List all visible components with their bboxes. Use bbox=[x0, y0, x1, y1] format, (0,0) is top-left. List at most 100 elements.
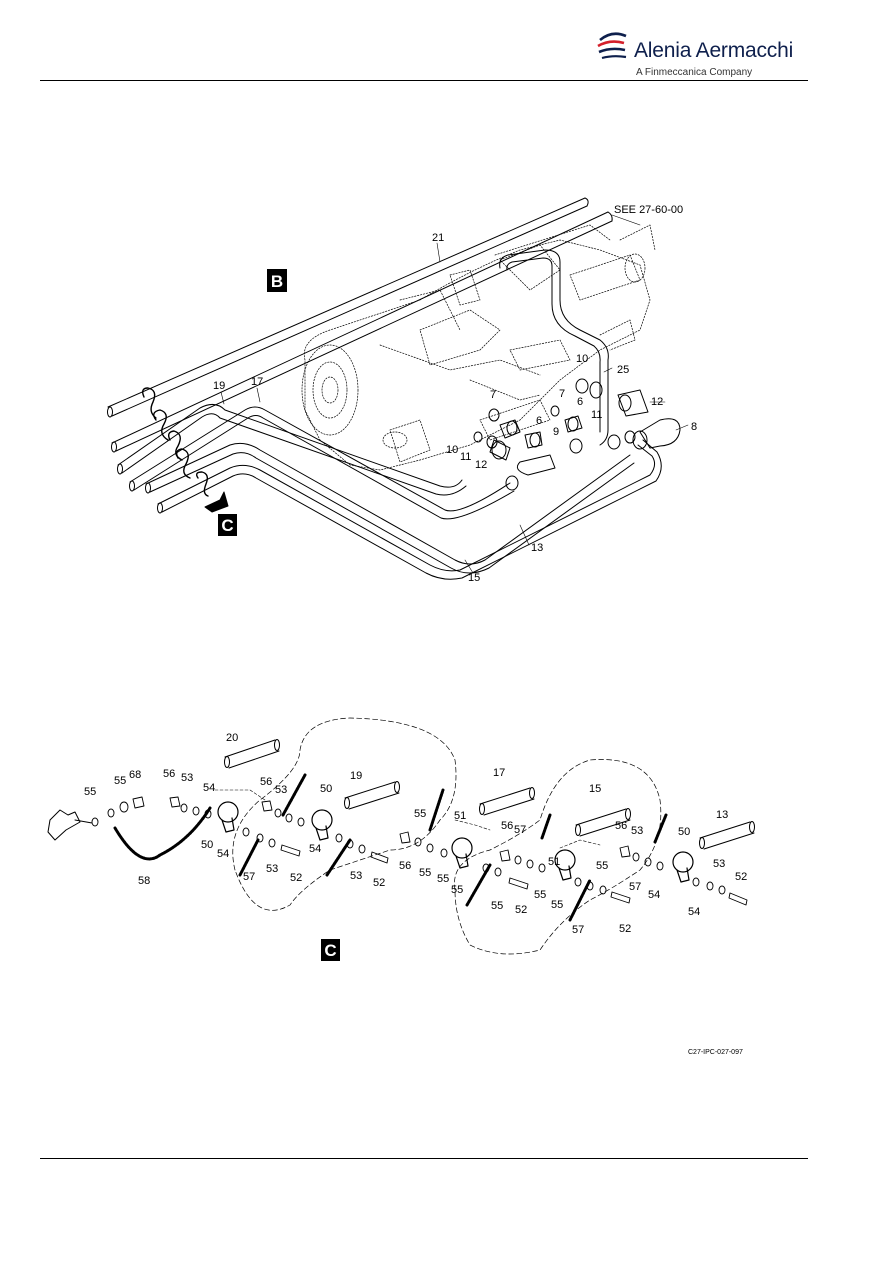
svg-text:C: C bbox=[221, 516, 233, 535]
callout: 13 bbox=[531, 542, 543, 554]
callout: 54 bbox=[688, 906, 700, 918]
callout: 55 bbox=[596, 860, 608, 872]
callout: 6 bbox=[536, 415, 542, 427]
tube-clamps bbox=[141, 387, 209, 497]
callout: 55 bbox=[451, 884, 463, 896]
callout: 68 bbox=[129, 769, 141, 781]
callout: 53 bbox=[181, 772, 193, 784]
bonding-straps bbox=[113, 773, 668, 922]
tube-21 bbox=[107, 197, 589, 418]
callout: 11 bbox=[460, 451, 471, 463]
callout: 53 bbox=[266, 863, 278, 875]
callout: 10 bbox=[446, 444, 458, 456]
callout: 52 bbox=[373, 877, 385, 889]
view-label-b: B bbox=[267, 269, 287, 292]
see-reference: SEE 27-60-00 bbox=[614, 204, 683, 216]
callout: 55 bbox=[414, 808, 426, 820]
callout: 52 bbox=[290, 872, 302, 884]
fittings bbox=[473, 378, 681, 491]
callout: 52 bbox=[619, 923, 631, 935]
callout: 53 bbox=[350, 870, 362, 882]
callout: 19 bbox=[213, 380, 225, 392]
upper-leader-lines bbox=[220, 214, 689, 574]
callout: 55 bbox=[437, 873, 449, 885]
terminal-lug bbox=[47, 809, 81, 841]
callout: 19 bbox=[350, 770, 362, 782]
callout: 20 bbox=[226, 732, 238, 744]
callout: 50 bbox=[678, 826, 690, 838]
actuator-housing-drawing bbox=[301, 224, 656, 471]
lower-tube-segments bbox=[224, 739, 755, 850]
callout: 54 bbox=[217, 848, 229, 860]
view-arrow bbox=[204, 491, 229, 513]
callout: 10 bbox=[576, 353, 588, 365]
callout: 9 bbox=[553, 426, 559, 438]
callout: 51 bbox=[454, 810, 466, 822]
callout: 15 bbox=[589, 783, 601, 795]
callout: 54 bbox=[648, 889, 660, 901]
callout: 55 bbox=[114, 775, 126, 787]
callout: 54 bbox=[203, 782, 215, 794]
callout: 12 bbox=[475, 459, 487, 471]
tube-13 bbox=[157, 439, 662, 580]
alenia-swoosh-logo-icon bbox=[597, 32, 627, 60]
callout: 56 bbox=[163, 768, 175, 780]
callout: 55 bbox=[419, 867, 431, 879]
svg-text:B: B bbox=[271, 272, 283, 291]
upper-callouts: 21 19 17 10 7 7 6 6 11 25 12 8 10 11 12 … bbox=[213, 232, 697, 584]
callout: 50 bbox=[320, 783, 332, 795]
callout: 53 bbox=[275, 784, 287, 796]
callout: 56 bbox=[501, 820, 513, 832]
view-label-c-lower: C bbox=[321, 939, 340, 961]
callout: 55 bbox=[491, 900, 503, 912]
callout: 53 bbox=[713, 858, 725, 870]
callout: 56 bbox=[260, 776, 272, 788]
callout: 57 bbox=[514, 824, 526, 836]
tube-19 bbox=[117, 404, 467, 496]
callout: 21 bbox=[432, 232, 444, 244]
callout: 17 bbox=[493, 767, 505, 779]
callout: 52 bbox=[515, 904, 527, 916]
detail-outline bbox=[232, 717, 662, 955]
callout: 56 bbox=[615, 820, 627, 832]
lower-callouts: 20 19 17 15 13 55 68 55 53 56 54 56 53 5… bbox=[84, 732, 747, 936]
drawing-reference: C27-IPC-027-097 bbox=[688, 1049, 743, 1056]
tube-17 bbox=[129, 406, 515, 520]
header-rule bbox=[40, 80, 808, 81]
callout: 15 bbox=[468, 572, 480, 584]
svg-text:C: C bbox=[324, 941, 336, 960]
callout: 53 bbox=[631, 825, 643, 837]
callout: 58 bbox=[138, 875, 150, 887]
callout: 11 bbox=[591, 409, 602, 421]
company-logo: Alenia Aermacchi A Finmeccanica Company bbox=[596, 22, 796, 82]
callout: 56 bbox=[399, 860, 411, 872]
callout: 57 bbox=[243, 871, 255, 883]
callout: 25 bbox=[617, 364, 629, 376]
callout: 7 bbox=[559, 388, 565, 400]
company-tagline: A Finmeccanica Company bbox=[636, 67, 753, 78]
footer-rule bbox=[40, 1158, 808, 1159]
view-label-c-upper: C bbox=[218, 514, 237, 536]
callout: 6 bbox=[577, 396, 583, 408]
tube-15 bbox=[145, 442, 635, 574]
company-name: Alenia Aermacchi bbox=[634, 39, 794, 62]
callout: 55 bbox=[534, 889, 546, 901]
tube-25 bbox=[111, 211, 613, 453]
callout: 55 bbox=[551, 899, 563, 911]
alignment-lines bbox=[214, 789, 601, 849]
callout: 17 bbox=[251, 376, 263, 388]
callout: 51 bbox=[548, 856, 560, 868]
callout: 8 bbox=[691, 421, 697, 433]
hardware-washers bbox=[91, 796, 748, 906]
callout: 57 bbox=[572, 924, 584, 936]
callout: 13 bbox=[716, 809, 728, 821]
callout: 50 bbox=[201, 839, 213, 851]
callout: 52 bbox=[735, 871, 747, 883]
cushion-clamps bbox=[217, 801, 694, 883]
callout: 55 bbox=[84, 786, 96, 798]
callout: 12 bbox=[651, 396, 663, 408]
callout: 57 bbox=[629, 881, 641, 893]
callout: 7 bbox=[490, 389, 496, 401]
callout: 54 bbox=[309, 843, 321, 855]
